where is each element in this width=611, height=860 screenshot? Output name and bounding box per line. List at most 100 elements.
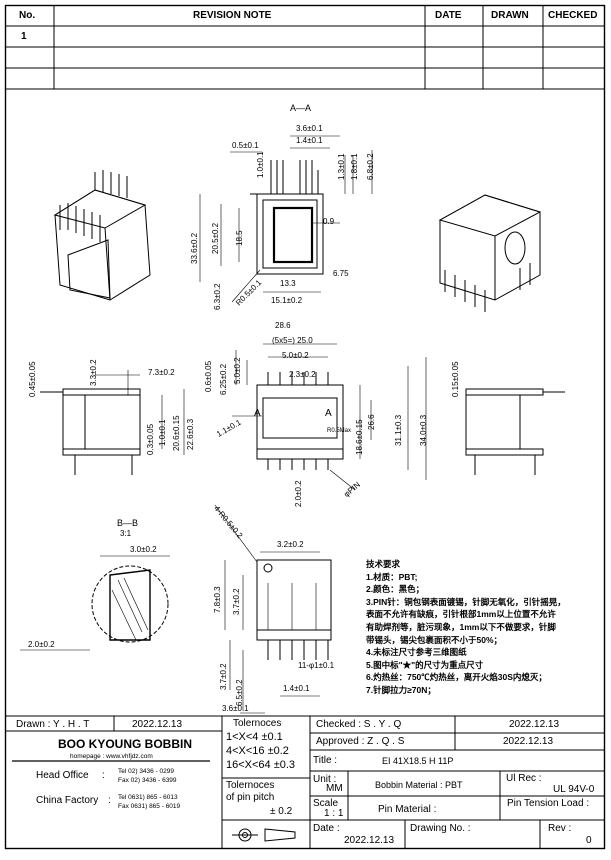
section-arrow-a-right: A bbox=[325, 408, 332, 419]
company-name: BOO KYOUNG BOBBIN bbox=[58, 737, 193, 751]
head-office-fax: Fax 02) 3436 - 6399 bbox=[118, 777, 177, 784]
dim-31-1: 31.1±0.3 bbox=[394, 414, 403, 446]
dim-0-45: 0.45±0.05 bbox=[28, 361, 37, 397]
section-aa-label: A—A bbox=[290, 103, 312, 113]
dim-20-6: 20.6±0.15 bbox=[172, 415, 181, 451]
bottom-view bbox=[214, 504, 332, 714]
section-aa-view bbox=[199, 135, 373, 303]
dim-pitch: (5x5=) 25.0 bbox=[272, 336, 313, 345]
dim-5-0: 5.0±0.2 bbox=[233, 357, 242, 384]
rev-header-note: REVISION NOTE bbox=[193, 10, 272, 21]
tolerance-row: 16<X<64 ±0.3 bbox=[226, 759, 296, 771]
pin-material: Pin Material : bbox=[378, 804, 437, 815]
rev-value: 0 bbox=[586, 835, 592, 846]
bobbin-material: Bobbin Material : PBT bbox=[375, 780, 463, 790]
note-line: 2.颜色：黑色； bbox=[366, 584, 425, 595]
unit-label: Unit : bbox=[313, 774, 337, 785]
tolerances-label: Tolernoces bbox=[233, 718, 282, 729]
dim-0-5: 0.5±0.1 bbox=[232, 141, 259, 150]
note-line: 表面不允许有缺痕，引针根部1mm以上位置不允许 bbox=[366, 609, 556, 620]
dim-1-8: 1.8±0.1 bbox=[350, 153, 359, 180]
section-arrow-a-left: A bbox=[254, 408, 261, 419]
china-factory-tel: Tel 0631) 865 - 6013 bbox=[118, 794, 178, 801]
ul-rec-value: UL 94V-0 bbox=[553, 784, 595, 795]
title-block-grid bbox=[5, 715, 605, 849]
head-office-tel: Tel 02) 3436 - 0299 bbox=[118, 768, 175, 775]
section-bb-view bbox=[20, 555, 170, 651]
dim-2-3: 2.3±0.2 bbox=[289, 370, 316, 379]
note-line: 3.PIN针：铜包钢表面镀锡，针脚无氧化，引针摇晃， bbox=[366, 596, 566, 607]
note-line: 有助焊剂等，脏污现象，1mm以下不做要求，针脚 bbox=[366, 621, 556, 632]
section-bb-scale: 3:1 bbox=[120, 529, 132, 538]
drawn-date: 2022.12.13 bbox=[132, 719, 183, 730]
projection-symbol-icon bbox=[232, 828, 296, 842]
dim-20-5: 20.5±0.2 bbox=[211, 222, 220, 254]
dim-6-5: 6.5±0.2 bbox=[235, 679, 244, 706]
dim-5-0-top: 5.0±0.2 bbox=[282, 351, 309, 360]
dim-1-4: 1.4±0.1 bbox=[296, 136, 323, 145]
note-line: 7.针脚拉力≥70N； bbox=[366, 684, 436, 695]
checked-by: Checked : S . Y . Q bbox=[316, 719, 402, 730]
front-view bbox=[232, 343, 427, 491]
head-office-label: Head Office bbox=[36, 770, 89, 781]
approved-date: 2022.12.13 bbox=[503, 736, 554, 747]
dim-33-6: 33.6±0.2 bbox=[190, 232, 199, 264]
drawn-by: Drawn : Y . H . T bbox=[16, 719, 90, 730]
approved-by: Approved : Z . Q . S bbox=[316, 736, 405, 747]
dim-22-6: 22.6±0.3 bbox=[186, 418, 195, 450]
drawing-no-label: Drawing No. : bbox=[410, 823, 471, 834]
side-view-right bbox=[465, 388, 565, 475]
unit-value: MM bbox=[326, 783, 343, 794]
dim-15-1: 15.1±0.2 bbox=[271, 296, 303, 305]
dim-1-0: 1.0±0.1 bbox=[256, 151, 265, 178]
technical-notes: 技术要求 1.材质：PBT; 2.颜色：黑色； 3.PIN针：铜包钢表面镀锡，针… bbox=[366, 558, 566, 697]
dim-3-6-bottom: 3.6±0.1 bbox=[222, 704, 249, 713]
note-line: 5.图中标"★"的尺寸为重点尺寸 bbox=[366, 659, 484, 670]
side-view-left bbox=[40, 370, 185, 475]
note-line: 1.材质：PBT; bbox=[366, 571, 418, 582]
dim-3-3: 3.3±0.2 bbox=[89, 359, 98, 386]
dim-1-4-bottom: 1.4±0.1 bbox=[283, 684, 310, 693]
dim-0-6: 0.6±0.05 bbox=[204, 360, 213, 392]
pin-pitch-label: Tolernoces of pin pitch bbox=[226, 780, 275, 803]
scale-value: 1 : 1 bbox=[324, 808, 344, 819]
rev-header-drawn: DRAWN bbox=[491, 10, 529, 21]
dim-7-8: 7.8±0.3 bbox=[213, 586, 222, 613]
rev-header-date: DATE bbox=[435, 10, 462, 21]
note-line: 带锡头，锡尖包裹面积不小于50%； bbox=[366, 634, 503, 645]
dim-11-phi: 11-φ1±0.1 bbox=[298, 661, 335, 670]
dim-7-3: 7.3±0.2 bbox=[148, 368, 175, 377]
date-value: 2022.12.13 bbox=[344, 835, 395, 846]
isometric-view-left bbox=[53, 170, 151, 301]
dim-6-25: 6.25±0.2 bbox=[219, 363, 228, 395]
tolerance-row: 1<X<4 ±0.1 bbox=[226, 731, 283, 743]
dim-r-max: R0.5Max bbox=[327, 428, 352, 434]
revision-table-grid bbox=[5, 5, 605, 90]
scale-label: Scale bbox=[313, 798, 339, 809]
dim-18-5: 18.5 bbox=[235, 230, 244, 246]
pin-tension-load: Pin Tension Load : bbox=[507, 798, 590, 809]
dim-26-6: 26.6 bbox=[367, 414, 376, 430]
checked-date: 2022.12.13 bbox=[509, 719, 560, 730]
section-bb-label: B—B bbox=[117, 518, 139, 528]
date-label: Date : bbox=[313, 823, 340, 834]
dim-6-3: 6.3±0.2 bbox=[213, 283, 222, 310]
dim-6-8: 6.8±0.2 bbox=[366, 153, 375, 180]
dim-2-0-bb: 2.0±0.2 bbox=[28, 640, 55, 649]
note-line: 6.灼热丝：750℃灼热丝，离开火焰30S内熄灭； bbox=[366, 672, 547, 683]
dim-34-0: 34.0±0.3 bbox=[419, 414, 428, 446]
notes-title: 技术要求 bbox=[366, 559, 401, 569]
dim-6-75: 6.75 bbox=[333, 269, 349, 278]
dim-18-6: 18.6±0.15 bbox=[355, 419, 364, 455]
outer-frame bbox=[4, 4, 606, 850]
tolerance-row: 4<X<16 ±0.2 bbox=[226, 745, 289, 757]
dim-28-6: 28.6 bbox=[275, 321, 291, 330]
dim-0-15: 0.15±0.05 bbox=[451, 361, 460, 397]
rev-row-no: 1 bbox=[21, 31, 27, 42]
title-label: Title : bbox=[313, 755, 338, 766]
china-factory-label: China Factory bbox=[36, 795, 99, 806]
pin-pitch-value: ± 0.2 bbox=[270, 806, 293, 817]
rev-label: Rev : bbox=[548, 823, 572, 834]
